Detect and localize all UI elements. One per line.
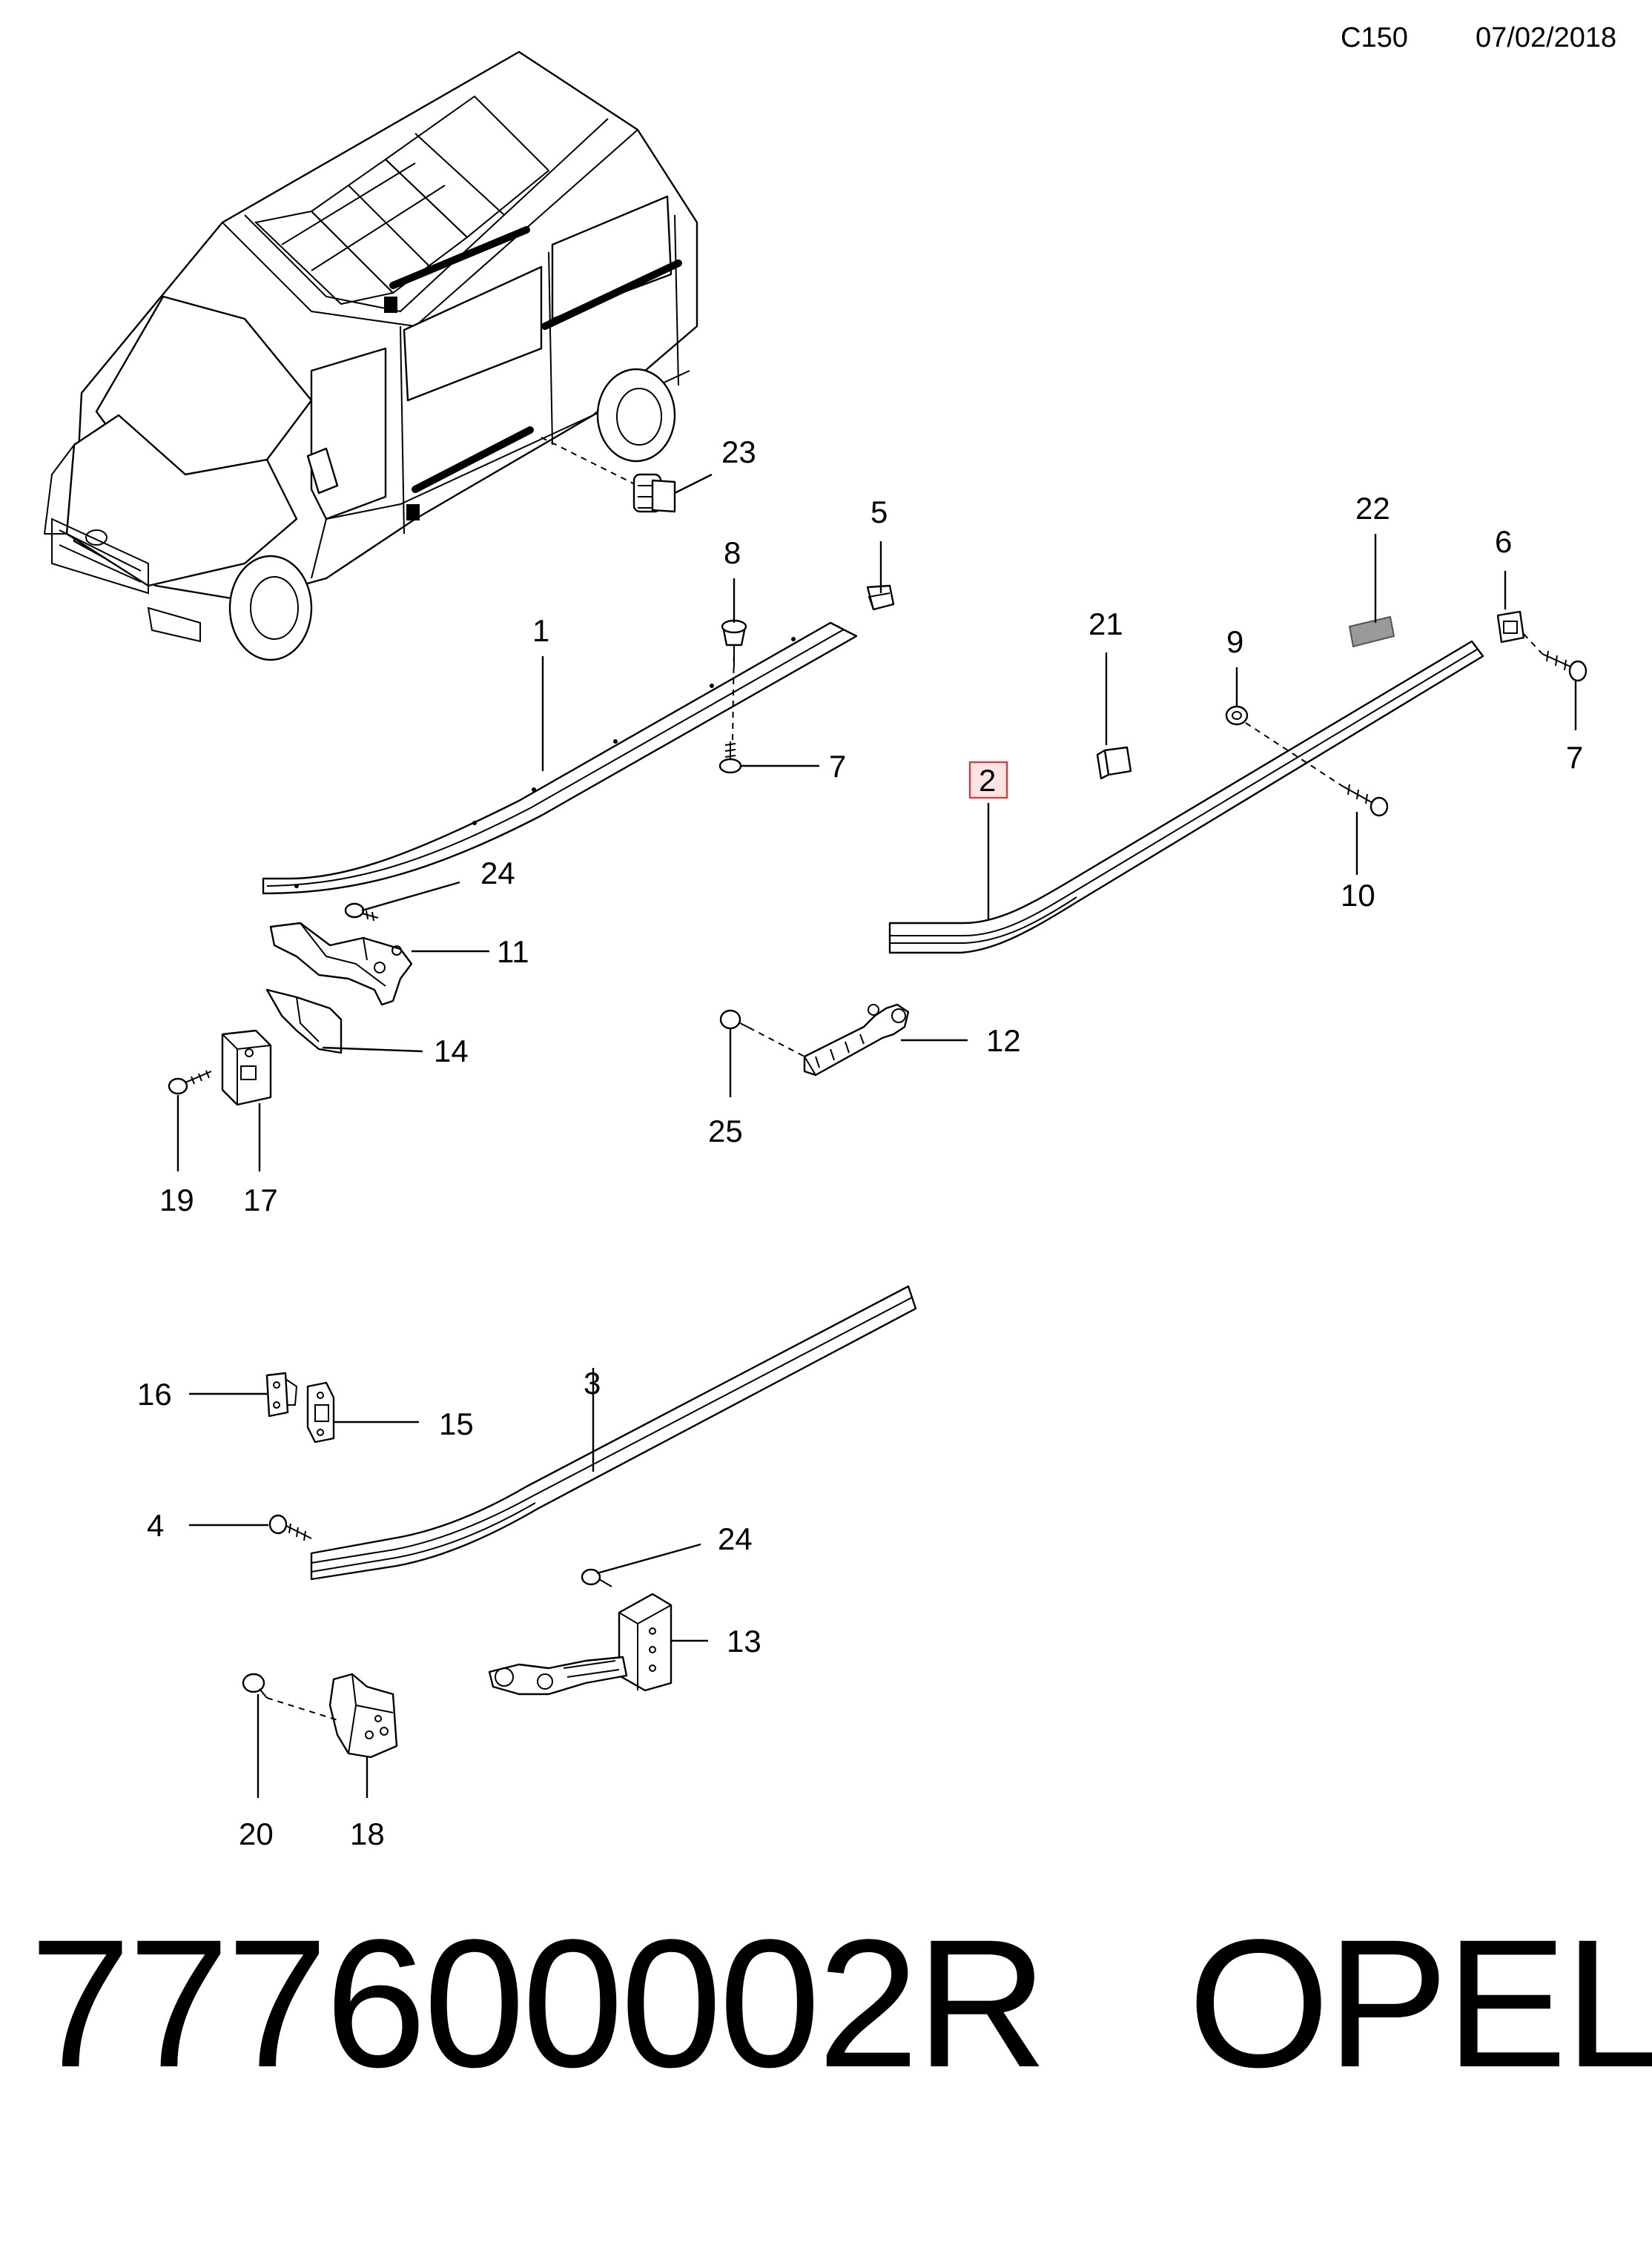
part-1-upper-rail <box>262 621 858 895</box>
callout-9: 9 <box>1226 624 1243 659</box>
callout-6: 6 <box>1495 524 1512 559</box>
callout-11: 11 <box>497 934 529 969</box>
callout-8: 8 <box>724 535 741 570</box>
part-7-screw-right <box>1542 650 1587 682</box>
callout-15: 15 <box>439 1406 474 1441</box>
callout-10: 10 <box>1341 878 1375 913</box>
part-11-bracket <box>269 922 413 1006</box>
part-19-screw <box>168 1070 212 1095</box>
callout-7-left: 7 <box>829 749 846 784</box>
part-21-pad <box>1096 746 1132 780</box>
part-2-guide-rail <box>888 640 1484 954</box>
diagram-date: 07/02/2018 <box>1476 22 1617 53</box>
part-24-screw-lower <box>581 1568 612 1587</box>
part-10-screw <box>1341 784 1389 817</box>
part-16-bracket <box>265 1372 298 1418</box>
callout-2: 2 <box>979 763 996 798</box>
callout-3: 3 <box>584 1366 601 1401</box>
part-5-end-cap <box>866 584 895 611</box>
callout-24-upper: 24 <box>480 856 515 890</box>
callout-labels: 23 5 8 1 7 22 6 21 9 7 2 10 24 11 14 12 … <box>137 434 1583 1851</box>
part-3-lower-rail <box>310 1285 917 1581</box>
callout-1: 1 <box>532 613 549 648</box>
callout-17: 17 <box>243 1183 278 1217</box>
part-23-grommet <box>632 473 713 513</box>
part-20-screw <box>242 1673 268 1699</box>
part-6-clip <box>1496 610 1525 644</box>
callout-23: 23 <box>721 434 756 469</box>
part-13-hinge <box>488 1593 673 1696</box>
callout-7-right: 7 <box>1566 740 1583 775</box>
part-22-label <box>1348 615 1395 648</box>
callout-16: 16 <box>137 1377 172 1412</box>
callout-13: 13 <box>727 1624 761 1659</box>
callout-24-lower: 24 <box>718 1521 753 1556</box>
diagram-code: C150 <box>1341 22 1408 53</box>
part-18-bracket <box>328 1673 398 1759</box>
callout-25: 25 <box>708 1114 743 1148</box>
callout-21: 21 <box>1088 606 1123 641</box>
part-14-cover <box>265 988 343 1054</box>
part-9-washer <box>1225 705 1249 726</box>
callout-4: 4 <box>147 1508 164 1543</box>
part-number-footer: 777600002R OPEL <box>30 1913 1652 2095</box>
footer-spacer <box>1045 1902 1188 2106</box>
callout-14: 14 <box>434 1034 469 1068</box>
callout-22: 22 <box>1355 491 1390 526</box>
callout-18: 18 <box>350 1816 385 1851</box>
part-7-screw-left <box>718 741 742 774</box>
part-17-block <box>221 1029 272 1106</box>
part-15-bracket <box>306 1381 335 1444</box>
part-number: 777600002R <box>30 1902 1048 2106</box>
callout-5: 5 <box>870 495 888 529</box>
part-4-screw <box>268 1514 312 1541</box>
part-25-screw <box>719 1009 750 1030</box>
part-12-bracket <box>803 1003 910 1077</box>
brand-name: OPEL <box>1188 1902 1652 2106</box>
leader-lines <box>176 534 1577 1798</box>
van-illustration <box>43 50 698 661</box>
highlight-box <box>968 761 1008 799</box>
callout-20: 20 <box>239 1816 274 1851</box>
callout-12: 12 <box>986 1023 1021 1058</box>
callout-19: 19 <box>159 1183 194 1217</box>
